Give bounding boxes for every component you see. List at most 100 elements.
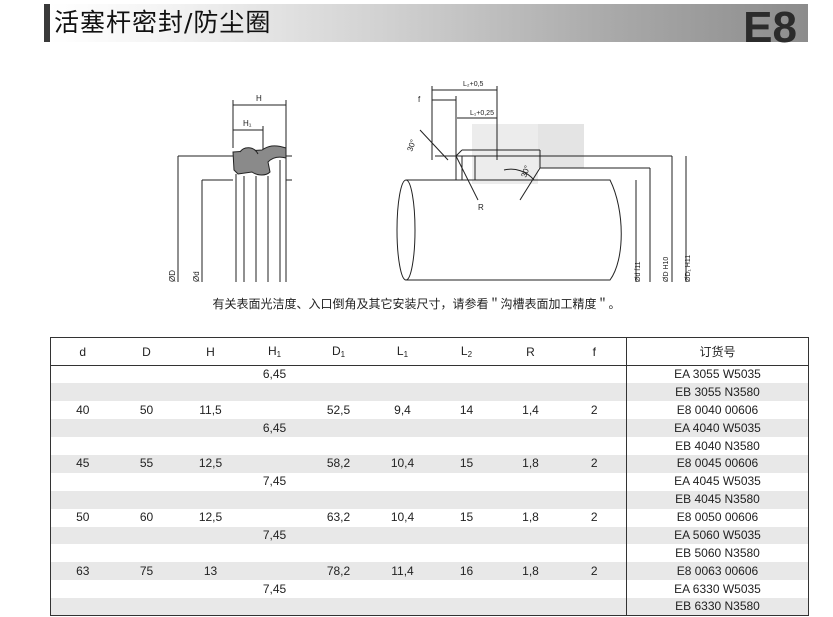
cell-h	[179, 366, 243, 384]
cell-r	[499, 544, 563, 562]
cell-h	[178, 383, 243, 402]
cell-l1	[371, 544, 435, 562]
seal-cross-section	[177, 100, 292, 282]
cell-order: EA 5060 W5035	[626, 526, 809, 545]
cell-d	[115, 544, 179, 562]
cell-order: E8 0045 00606	[626, 454, 809, 473]
cell-d	[115, 580, 179, 598]
dim-d-f11-label: Ød f11	[635, 261, 642, 282]
cell-d1	[307, 437, 371, 455]
cell-d1	[306, 526, 371, 545]
cell-d	[50, 490, 115, 509]
dim-d-label: Ød	[192, 271, 201, 282]
cell-h1	[242, 490, 307, 509]
cell-r: 1,4	[522, 402, 539, 417]
cell-d	[50, 580, 115, 599]
cell-f	[563, 544, 627, 562]
cell-l2: 15	[459, 510, 474, 525]
cell-d1	[307, 366, 371, 384]
cell-order: E8 0063 00606	[626, 562, 809, 581]
cell-h1: 7,45	[242, 526, 307, 545]
table-row: 6,45 EA 3055 W5035	[50, 365, 809, 384]
cell-r	[499, 366, 563, 384]
cell-h1: 6,45	[262, 367, 287, 382]
col-header-H: H	[178, 337, 243, 366]
cell-d	[114, 383, 179, 402]
table-row: EB 4045 N3580	[50, 490, 809, 509]
cell-f	[563, 473, 627, 491]
cell-f	[563, 366, 627, 384]
cell-d1	[306, 383, 371, 402]
cell-order: EA 4040 W5035	[626, 419, 809, 438]
cell-r: 1,8	[498, 454, 563, 473]
cell-f	[562, 598, 627, 617]
cell-r: 1,8	[522, 510, 539, 525]
col-header-L1: L1	[370, 337, 435, 366]
cell-r	[498, 490, 563, 509]
cell-d	[114, 598, 179, 617]
cell-d	[115, 437, 179, 455]
cell-d	[115, 366, 179, 384]
cell-h	[179, 437, 243, 455]
cell-d: 55	[114, 454, 179, 473]
col-header-f: f	[562, 337, 627, 366]
angle-right-label: 30°	[519, 164, 532, 178]
cell-l2	[434, 490, 499, 509]
cell-l1	[370, 598, 435, 617]
cell-order: EA 6330 W5035	[626, 580, 809, 599]
table-row: EB 4040 N3580	[50, 437, 809, 455]
cell-h1: 7,45	[262, 581, 287, 596]
dim-h1-label: H₁	[243, 119, 252, 128]
cell-l2	[435, 580, 499, 598]
cell-order: EB 4045 N3580	[626, 490, 809, 509]
table-row: EB 3055 N3580	[50, 383, 809, 402]
cell-d	[50, 383, 115, 402]
cell-d: 75	[114, 562, 179, 581]
cell-order: EA 3055 W5035	[626, 365, 809, 384]
cell-d: 60	[139, 510, 154, 525]
cell-d: 45	[50, 454, 115, 473]
cell-r	[498, 526, 563, 545]
cell-l1	[371, 437, 435, 455]
cell-h1: 7,45	[262, 474, 287, 489]
cell-l2	[434, 598, 499, 617]
cell-h	[179, 580, 243, 598]
cell-l1	[370, 419, 435, 438]
cell-l1: 9,4	[394, 402, 411, 417]
cell-l2: 15	[434, 454, 499, 473]
cell-f: 2	[562, 562, 627, 581]
cell-f	[562, 419, 627, 438]
cell-d1	[306, 490, 371, 509]
cell-h1	[242, 562, 307, 581]
cell-d: 63	[50, 562, 115, 581]
dim-l1-label: L₁+0,25	[470, 110, 494, 117]
cell-l2	[434, 383, 499, 402]
cell-h1	[243, 437, 307, 455]
cell-d1: 63,2	[326, 510, 351, 525]
table-row: EB 5060 N3580	[50, 544, 809, 563]
dim-D-h10-label: ØD H10	[663, 257, 670, 282]
cell-d	[50, 544, 115, 563]
dim-f-label: f	[418, 95, 421, 104]
cell-l1: 10,4	[370, 454, 435, 473]
cell-order: EA 4045 W5035	[626, 472, 809, 491]
cell-d	[114, 526, 179, 545]
cell-d1	[306, 598, 371, 617]
col-header-L2: L2	[434, 337, 499, 366]
cell-h	[179, 544, 243, 562]
cell-l2	[435, 473, 499, 491]
dim-h-label: H	[256, 94, 262, 103]
cell-h	[178, 490, 243, 509]
cell-d: 40	[50, 401, 115, 420]
cell-l1: 10,4	[390, 510, 415, 525]
cell-d1: 52,5	[326, 402, 351, 417]
cell-f	[562, 490, 627, 509]
cell-l1: 11,4	[370, 562, 435, 581]
cell-f	[562, 383, 627, 402]
cell-d1	[307, 580, 371, 598]
cell-h	[178, 598, 243, 617]
